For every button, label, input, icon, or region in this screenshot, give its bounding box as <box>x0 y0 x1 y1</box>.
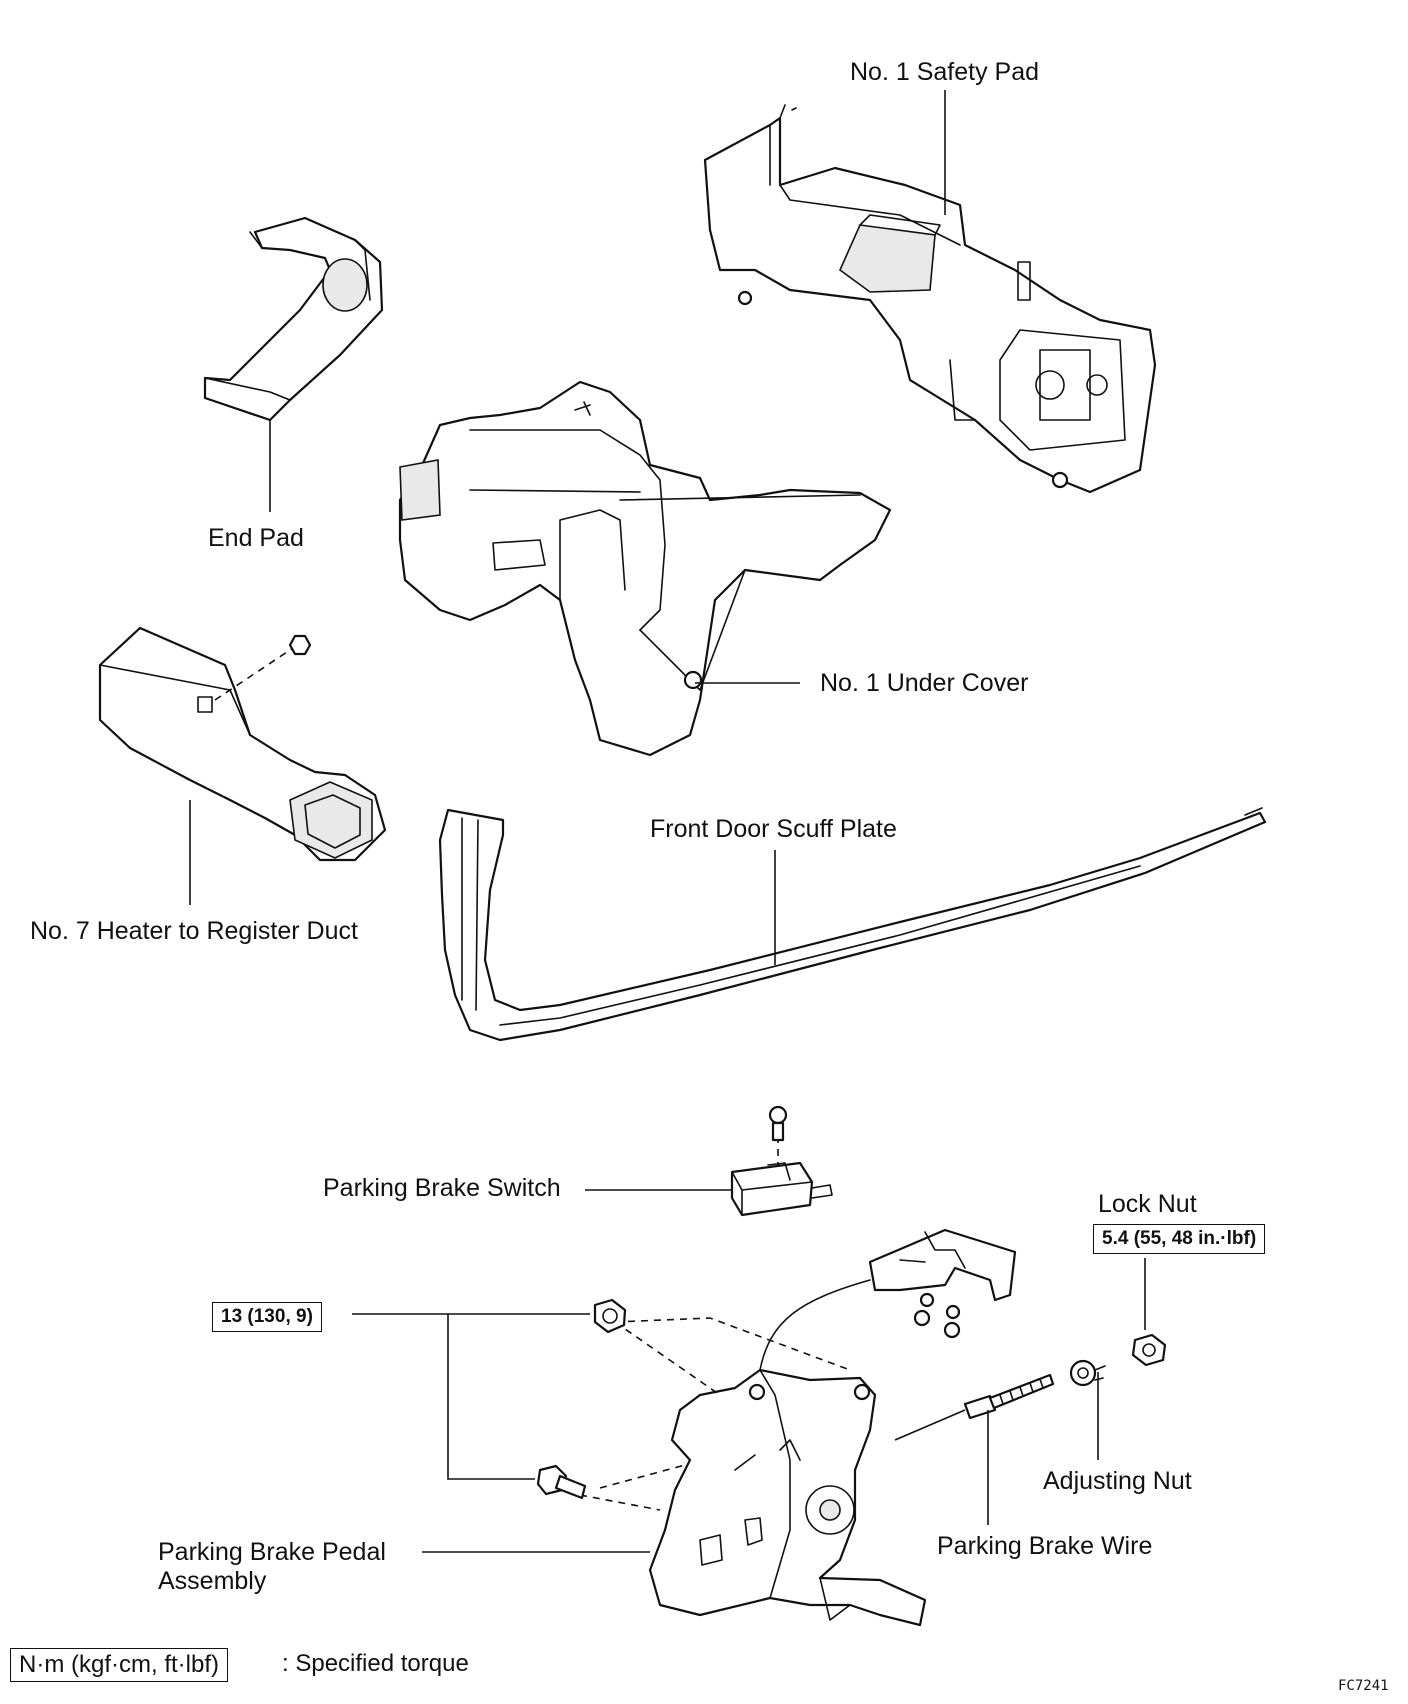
cable-bracket-part <box>868 1228 1017 1339</box>
brake-switch-part <box>730 1105 833 1217</box>
torque-lock-nut: 5.4 (55, 48 in.·lbf) <box>1093 1224 1266 1254</box>
legend-meaning: : Specified torque <box>282 1650 469 1677</box>
label-brake-wire: Parking Brake Wire <box>937 1532 1153 1560</box>
label-lock-nut: Lock Nut <box>1098 1190 1197 1218</box>
lock-nut-part <box>1131 1333 1167 1367</box>
safety-pad-part <box>703 104 1157 494</box>
label-brake-switch: Parking Brake Switch <box>323 1174 561 1202</box>
upper-bolt-guide <box>614 1317 851 1396</box>
label-safety-pad: No. 1 Safety Pad <box>850 58 1040 86</box>
torque-pedal-bolts: 13 (130, 9) <box>212 1302 322 1332</box>
figure-code: FC7241 <box>1338 1678 1389 1694</box>
legend-unit-box: N·m (kgf·cm, ft·lbf) <box>10 1648 228 1682</box>
label-scuff-plate: Front Door Scuff Plate <box>650 815 897 843</box>
pedal-lower-bolt <box>536 1464 587 1500</box>
lower-bolt-guide <box>579 1464 686 1511</box>
under-cover-part <box>398 380 892 757</box>
pedal-upper-nut <box>593 1298 627 1334</box>
scuff-plate-part <box>438 807 1267 1042</box>
heater-duct-part <box>98 626 387 862</box>
pedal-cable <box>759 1279 871 1371</box>
end-pad-part <box>203 216 384 422</box>
label-end-pad: End Pad <box>208 524 304 552</box>
pedal-assembly-part <box>648 1368 927 1627</box>
label-under-cover: No. 1 Under Cover <box>820 669 1029 697</box>
duct-clip-nut <box>288 634 312 656</box>
label-adjusting-nut: Adjusting Nut <box>1043 1467 1192 1495</box>
leader-lines <box>189 90 1146 1553</box>
adjusting-nut-part <box>1069 1359 1106 1387</box>
label-heater-duct: No. 7 Heater to Register Duct <box>30 917 358 945</box>
duct-clip-guide <box>214 647 294 701</box>
label-pedal-assembly: Parking Brake Pedal Assembly <box>158 1538 386 1595</box>
brake-wire-part <box>894 1373 1055 1441</box>
